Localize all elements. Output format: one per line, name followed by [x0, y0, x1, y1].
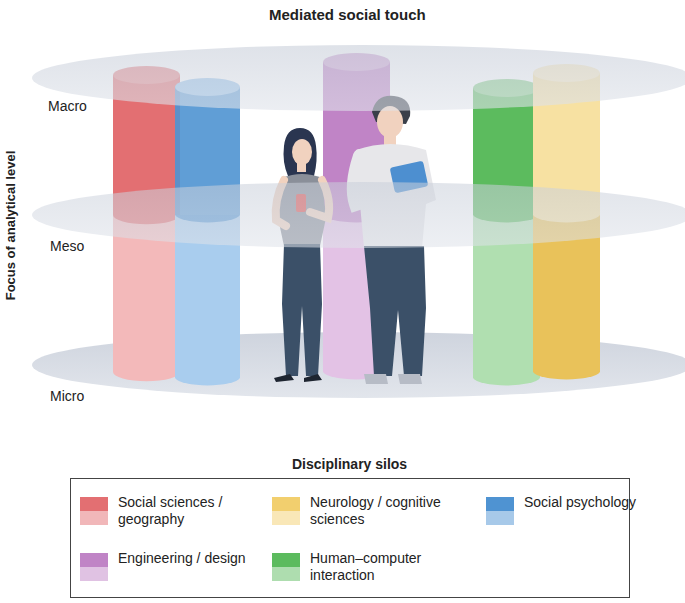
legend-text: Social psychology — [524, 494, 664, 511]
diagram-title: Mediated social touch — [269, 6, 426, 23]
legend-swatch — [272, 553, 300, 581]
level-plane — [32, 182, 685, 248]
level-label: Meso — [50, 238, 84, 254]
legend-text: Human–computer interaction — [310, 550, 450, 584]
axis-label: Focus of analytical level — [3, 151, 18, 301]
legend-swatch — [272, 497, 300, 525]
legend-text: Engineering / design — [118, 550, 258, 567]
legend-text: Neurology / cognitive sciences — [310, 494, 450, 528]
legend-swatch — [80, 497, 108, 525]
level-plane — [32, 45, 685, 111]
legend-swatch — [486, 497, 514, 525]
level-label: Micro — [50, 388, 84, 404]
legend-heading: Disciplinary silos — [292, 456, 407, 472]
legend-text: Social sciences / geography — [118, 494, 258, 528]
level-label: Macro — [48, 98, 87, 114]
legend-swatch — [80, 553, 108, 581]
